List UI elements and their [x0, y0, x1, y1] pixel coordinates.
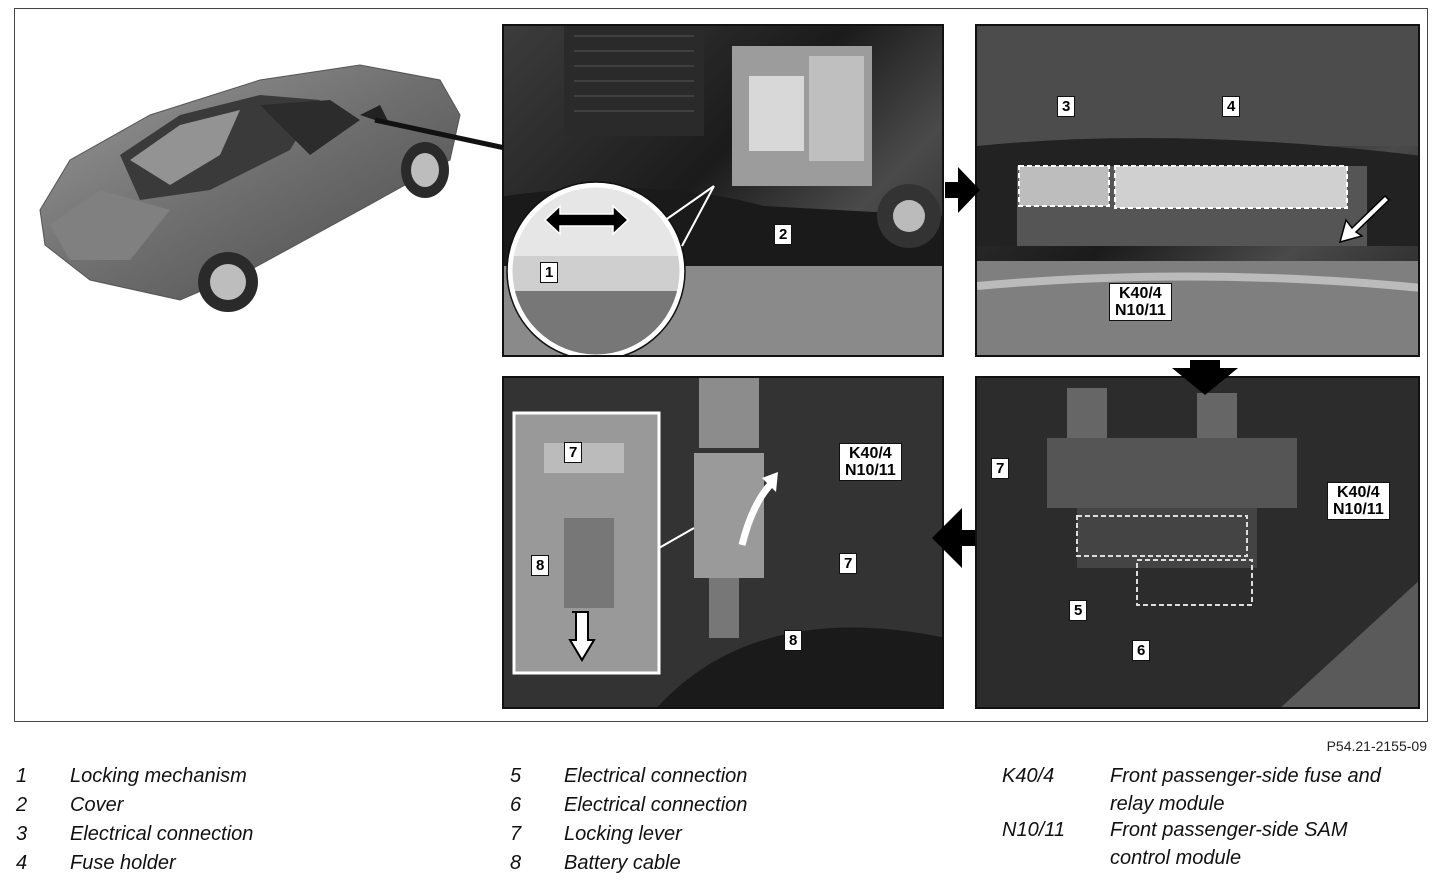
legend-item: 7 Locking lever — [510, 823, 830, 852]
callout-n10: N10/11 — [1115, 302, 1166, 319]
photo-panel-fuse-module: 3 4 K40/4 N10/11 — [975, 24, 1420, 357]
legend-number: 1 — [16, 765, 28, 787]
legend-text: Fuse holder — [70, 852, 176, 874]
legend-code: K40/4 — [1002, 765, 1055, 787]
photo-panel-cover-removal: 1 2 — [502, 24, 944, 357]
callout-n10: N10/11 — [845, 462, 896, 479]
callout-k40-n10: K40/4 N10/11 — [839, 443, 902, 481]
callout-k40: K40/4 — [1119, 285, 1162, 302]
legend-number: 7 — [510, 823, 522, 845]
legend-item: N10/11 Front passenger-side SAM control … — [1002, 819, 1432, 873]
legend-item: 5 Electrical connection — [510, 765, 830, 794]
callout-5: 5 — [1069, 600, 1088, 621]
legend-text: Locking lever — [564, 823, 682, 845]
callout-8: 8 — [784, 630, 803, 651]
callout-1: 1 — [540, 262, 559, 283]
legend-col-1: 1 Locking mechanism 2 Cover 3 Electrical co… — [16, 765, 336, 881]
legend-text: Electrical connection — [564, 794, 748, 816]
legend-code: N10/11 — [1002, 819, 1066, 841]
callout-2: 2 — [774, 224, 793, 245]
legend-item: 8 Battery cable — [510, 852, 830, 881]
legend-text: Electrical connection — [70, 823, 254, 845]
callout-3: 3 — [1057, 96, 1076, 117]
figure-reference: P54.21-2155-09 — [1326, 738, 1427, 754]
legend-text: Front passenger-side fuse and — [1110, 765, 1381, 787]
callout-k40: K40/4 — [849, 445, 892, 462]
panel-2-scene — [977, 26, 1418, 355]
legend-number: 6 — [510, 794, 522, 816]
legend-number: 2 — [16, 794, 28, 816]
legend-item: 2 Cover — [16, 794, 336, 823]
legend-item: 6 Electrical connection — [510, 794, 830, 823]
callout-7: 7 — [839, 553, 858, 574]
callout-4: 4 — [1222, 96, 1241, 117]
legend-number: 3 — [16, 823, 28, 845]
photo-panel-battery-cable: 7 8 K40/4 N10/11 7 8 — [502, 376, 944, 709]
panel-4-scene — [504, 378, 942, 707]
legend-text: Front passenger-side SAM — [1110, 819, 1348, 841]
legend-text: Locking mechanism — [70, 765, 247, 787]
legend-text: Battery cable — [564, 852, 681, 874]
legend-item: 1 Locking mechanism — [16, 765, 336, 794]
callout-6: 6 — [1132, 640, 1151, 661]
legend-col-3: K40/4 Front passenger-side fuse and rela… — [1002, 765, 1432, 873]
callout-n10: N10/11 — [1333, 501, 1384, 518]
magnifier-inset — [506, 181, 715, 355]
legend-number: 8 — [510, 852, 522, 874]
callout-k40: K40/4 — [1337, 484, 1380, 501]
legend-item: 4 Fuse holder — [16, 852, 336, 881]
photo-panel-module-removal: 7 K40/4 N10/11 5 6 — [975, 376, 1420, 709]
panel-3-scene — [977, 378, 1418, 707]
legend-text: Electrical connection — [564, 765, 748, 787]
legend-number: 4 — [16, 852, 28, 874]
car-illustration — [39, 64, 506, 312]
legend-text: Cover — [70, 794, 124, 816]
callout-7: 7 — [564, 442, 583, 463]
callout-k40-n10: K40/4 N10/11 — [1109, 283, 1172, 321]
callout-8: 8 — [531, 555, 550, 576]
callout-k40-n10: K40/4 N10/11 — [1327, 482, 1390, 520]
legend-text-cont: relay module — [1110, 793, 1225, 815]
callout-7: 7 — [991, 458, 1010, 479]
legend-number: 5 — [510, 765, 522, 787]
legend-item: 3 Electrical connection — [16, 823, 336, 852]
legend-text-cont: control module — [1110, 847, 1242, 869]
legend-item: K40/4 Front passenger-side fuse and rela… — [1002, 765, 1432, 819]
